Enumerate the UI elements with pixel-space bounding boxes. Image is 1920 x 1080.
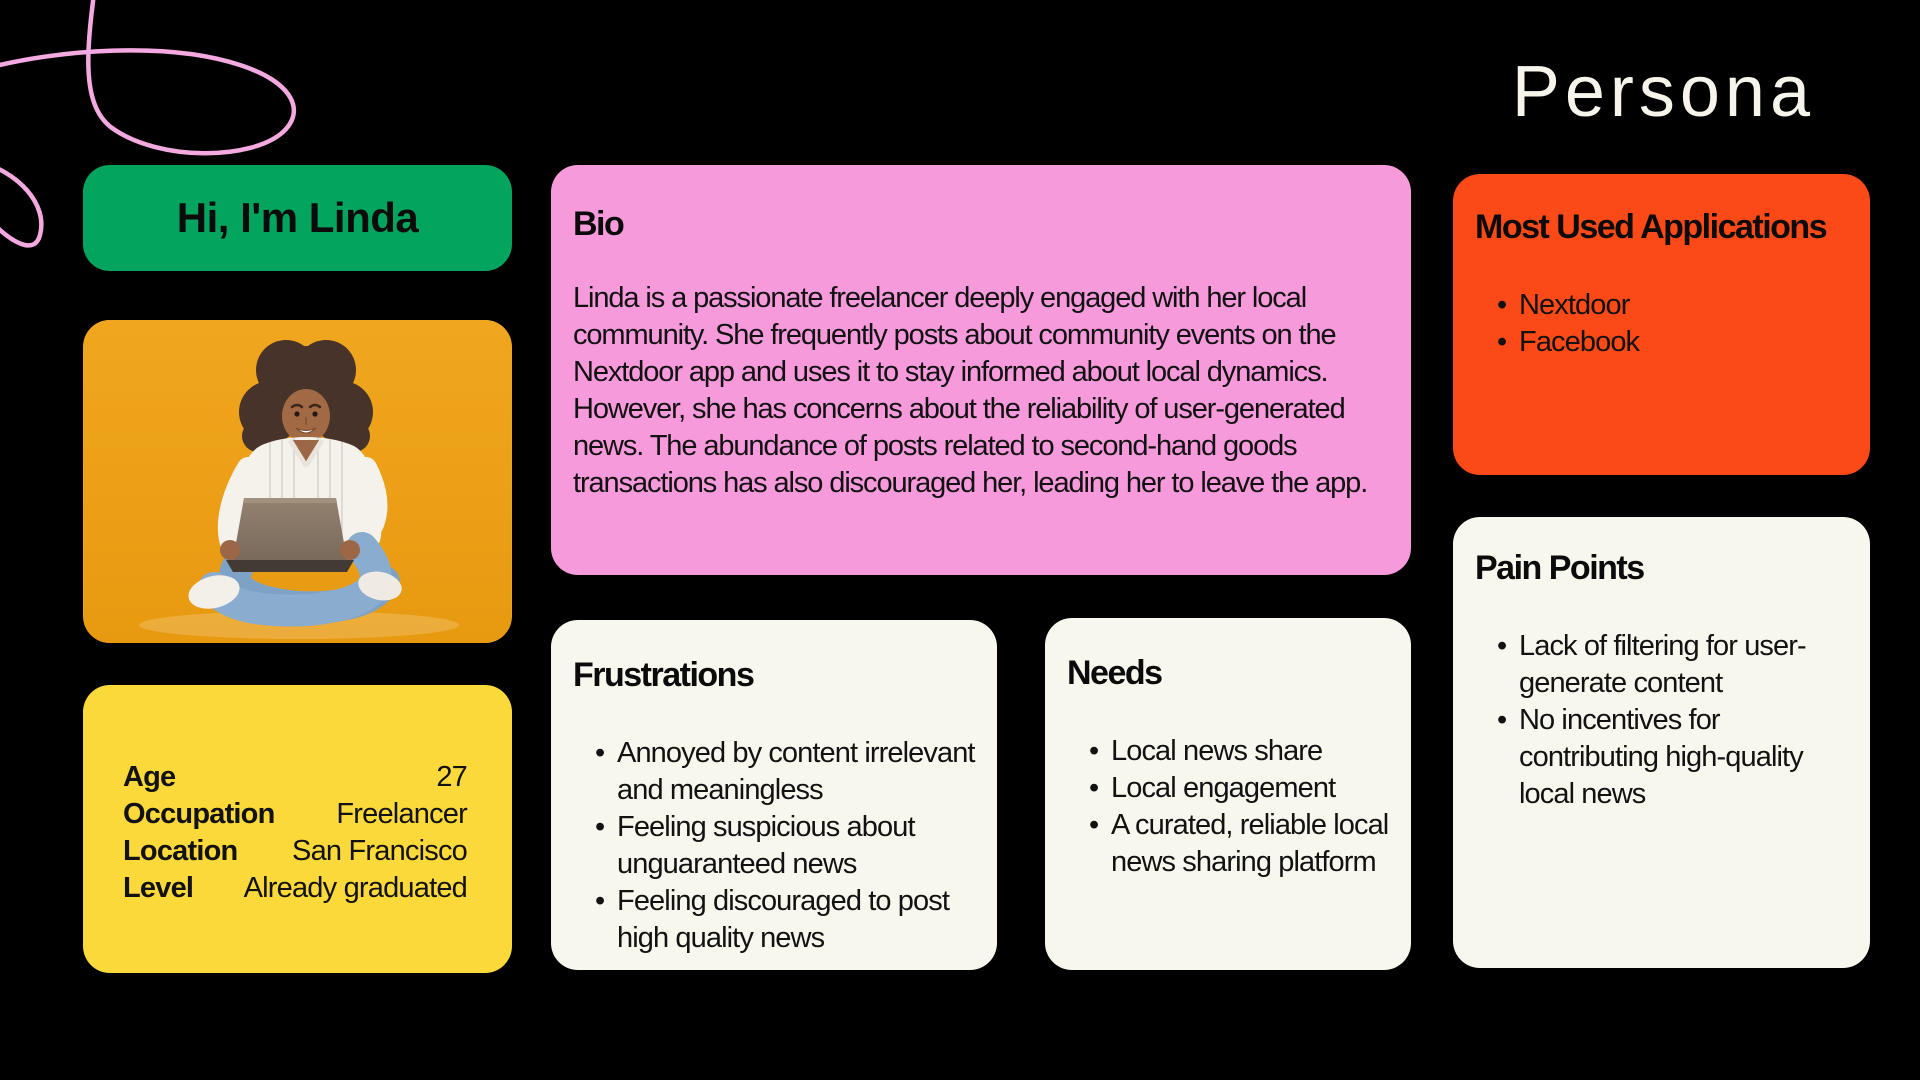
frustrations-title: Frustrations — [573, 656, 755, 694]
details-card: Age 27 Occupation Freelancer Location Sa… — [83, 685, 512, 973]
list-item: Nextdoor — [1497, 287, 1856, 324]
apps-title: Most Used Applications — [1475, 208, 1828, 246]
pain-points-list: Lack of filtering for user-generate cont… — [1497, 628, 1854, 813]
bio-card: Bio Linda is a passionate freelancer dee… — [551, 165, 1411, 575]
detail-row: Level Already graduated — [123, 870, 468, 907]
persona-photo — [84, 320, 511, 643]
greeting-text: Hi, I'm Linda — [176, 194, 419, 241]
frustrations-card: Frustrations Annoyed by content irreleva… — [551, 620, 997, 970]
list-item: Annoyed by content irrelevant and meanin… — [595, 735, 979, 809]
list-item: Feeling suspicious about unguaranteed ne… — [595, 809, 979, 883]
list-item: A curated, reliable local news sharing p… — [1089, 807, 1393, 881]
detail-label: Level — [123, 872, 194, 904]
detail-row: Occupation Freelancer — [123, 796, 468, 833]
decorative-squiggle-icon — [0, 0, 296, 248]
list-item: Local news share — [1089, 733, 1393, 770]
detail-label: Location — [123, 835, 238, 867]
detail-value: Freelancer — [336, 798, 467, 830]
needs-list: Local news share Local engagement A cura… — [1089, 733, 1393, 881]
list-item: Lack of filtering for user-generate cont… — [1497, 628, 1854, 702]
detail-row: Location San Francisco — [123, 833, 468, 870]
detail-label: Occupation — [123, 798, 275, 830]
detail-row: Age 27 — [123, 759, 468, 796]
apps-list: Nextdoor Facebook — [1497, 287, 1856, 361]
detail-value: Already graduated — [243, 872, 468, 904]
detail-value: San Francisco — [292, 835, 468, 867]
detail-value: 27 — [436, 761, 467, 793]
bio-body: Linda is a passionate freelancer deeply … — [573, 282, 1368, 500]
pain-points-title: Pain Points — [1475, 549, 1645, 587]
pain-points-card: Pain Points Lack of filtering for user-g… — [1453, 517, 1870, 968]
bio-title: Bio — [573, 205, 625, 243]
page-title: Persona — [1511, 52, 1815, 132]
detail-label: Age — [123, 761, 176, 793]
list-item: Local engagement — [1089, 770, 1393, 807]
frustrations-list: Annoyed by content irrelevant and meanin… — [595, 735, 979, 957]
list-item: Facebook — [1497, 324, 1856, 361]
photo-card — [83, 320, 512, 643]
apps-card: Most Used Applications Nextdoor Facebook — [1453, 174, 1870, 475]
list-item: Feeling discouraged to post high quality… — [595, 883, 979, 957]
list-item: No incentives for contributing high-qual… — [1497, 702, 1854, 813]
needs-title: Needs — [1067, 654, 1163, 692]
greeting-card: Hi, I'm Linda — [83, 165, 512, 271]
needs-card: Needs Local news share Local engagement … — [1045, 618, 1411, 970]
